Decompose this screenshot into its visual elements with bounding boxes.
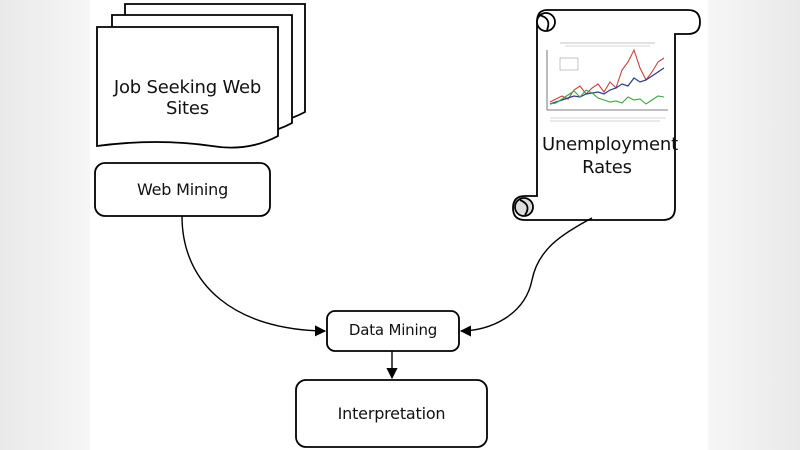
interpretation-label: Interpretation xyxy=(337,404,446,423)
web-mining-to-data-mining-arrow xyxy=(181,215,327,337)
stacked-documents-icon xyxy=(96,3,306,149)
data-mining-label: Data Mining xyxy=(348,321,438,339)
unemployment-rates-label: Unemployment Rates xyxy=(542,134,678,178)
interpretation-box xyxy=(295,379,488,448)
web-mining-label: Web Mining xyxy=(136,180,229,199)
scroll-icon xyxy=(512,9,701,221)
job-seeking-sites-label: Job Seeking Web Sites xyxy=(113,77,262,119)
left-gray-margin xyxy=(0,0,90,450)
embedded-chart-thumbnail xyxy=(546,42,668,122)
unemployment-to-data-mining-arrow xyxy=(459,217,593,337)
data-mining-box xyxy=(326,310,460,352)
right-gray-margin xyxy=(708,0,800,450)
